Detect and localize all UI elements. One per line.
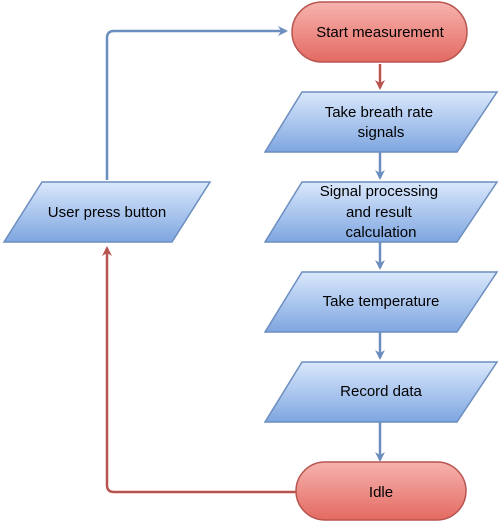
parallelogram-shape bbox=[263, 361, 499, 423]
svg-text:Take temperature: Take temperature bbox=[323, 293, 440, 310]
svg-text:User press button: User press button bbox=[48, 204, 166, 221]
node-label-line: Record data bbox=[340, 383, 422, 400]
node-label-line: Signal processing bbox=[320, 183, 438, 200]
node-start-measurement: Start measurement bbox=[291, 1, 468, 63]
svg-text:Record data: Record data bbox=[340, 383, 422, 400]
parallelogram-shape bbox=[263, 271, 499, 333]
node-label-line: calculation bbox=[346, 224, 417, 241]
svg-text:Idle: Idle bbox=[369, 484, 393, 501]
node-record-data: Record data bbox=[263, 361, 499, 423]
svg-text:Start measurement: Start measurement bbox=[316, 24, 444, 41]
edge-button-to-start bbox=[105, 26, 288, 180]
node-user-press-button: User press button bbox=[2, 181, 212, 243]
edge-idle-to-button bbox=[102, 246, 296, 494]
node-label-line: signals bbox=[358, 124, 405, 141]
parallelogram-shape bbox=[263, 181, 499, 243]
node-idle: Idle bbox=[295, 461, 467, 521]
terminal-shape bbox=[295, 461, 467, 521]
terminal-shape bbox=[291, 1, 468, 63]
node-signal-processing: Signal processing and result calculation bbox=[263, 181, 499, 243]
node-label-line: Idle bbox=[369, 484, 393, 501]
svg-text:Take breath rate signals: Take breath rate signals bbox=[325, 104, 438, 141]
edges bbox=[102, 26, 385, 494]
parallelogram-shape bbox=[263, 91, 499, 153]
node-label-line: Start measurement bbox=[316, 24, 444, 41]
node-label-line: and result bbox=[346, 204, 413, 221]
node-take-temperature: Take temperature bbox=[263, 271, 499, 333]
node-label-line: Take temperature bbox=[323, 293, 440, 310]
node-label-line: Take breath rate bbox=[325, 104, 433, 121]
parallelogram-shape bbox=[2, 181, 212, 243]
node-label-line: User press button bbox=[48, 204, 166, 221]
node-take-breath-rate-signals: Take breath rate signals bbox=[263, 91, 499, 153]
svg-text:Signal processing and re: Signal processing and result calculation bbox=[320, 183, 443, 241]
